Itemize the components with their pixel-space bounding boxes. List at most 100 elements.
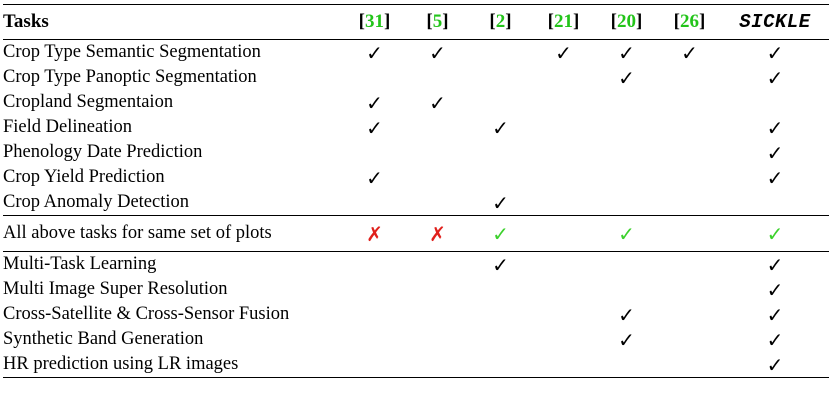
ref-5-cell (406, 115, 469, 140)
ref-20-cell (595, 252, 658, 278)
ref-5-cell (406, 190, 469, 216)
ref-20-cell (595, 190, 658, 216)
ref-20-cell (595, 277, 658, 302)
check-mark-icon: ✓ (618, 327, 635, 352)
sickle-cell: ✓ (721, 65, 829, 90)
task-label: Crop Yield Prediction (3, 167, 165, 187)
check-mark-icon: ✓ (766, 352, 784, 377)
task-label: Crop Type Panoptic Segmentation (3, 67, 257, 87)
cross-mark-icon: ✗ (366, 221, 383, 246)
sickle-cell: ✓ (721, 252, 829, 278)
task-label: HR prediction using LR images (3, 354, 239, 374)
check-mark-icon: ✓ (766, 40, 784, 65)
ref-26-cell (658, 140, 721, 165)
table-row: Cross-Satellite & Cross-Sensor Fusion✓✓ (3, 302, 829, 327)
sickle-cell (721, 190, 829, 216)
sickle-cell (721, 90, 829, 115)
ref-2-cell (469, 65, 532, 90)
sickle-cell: ✓ (721, 277, 829, 302)
check-mark-icon: ✓ (429, 40, 446, 65)
check-mark-icon: ✓ (492, 252, 509, 277)
ref-31-cell (343, 65, 406, 90)
ref-26-cell (658, 165, 721, 190)
cross-mark-icon: ✗ (429, 221, 446, 246)
check-mark-icon: ✓ (766, 327, 784, 352)
citation-link[interactable]: 5 (432, 11, 443, 32)
citation-link[interactable]: 20 (617, 11, 636, 32)
ref-20-cell (595, 165, 658, 190)
check-mark-icon: ✓ (366, 40, 383, 65)
ref-26-cell (658, 216, 721, 252)
ref-5-cell: ✓ (406, 90, 469, 115)
ref-5-cell (406, 65, 469, 90)
task-label: Crop Anomaly Detection (3, 192, 189, 212)
task-label: Field Delineation (3, 117, 132, 137)
check-mark-icon: ✓ (766, 115, 784, 140)
ref-5-header: [5] (426, 11, 449, 32)
check-mark-icon: ✓ (555, 40, 572, 65)
citation-link[interactable]: 21 (554, 11, 573, 32)
ref-2-cell (469, 327, 532, 352)
ref-21-cell (532, 252, 595, 278)
ref-31-cell: ✓ (343, 115, 406, 140)
sickle-cell: ✓ (721, 352, 829, 378)
table-row: Phenology Date Prediction✓ (3, 140, 829, 165)
sickle-header: SICKLE (739, 11, 811, 33)
ref-26-cell (658, 190, 721, 216)
ref-21-cell (532, 65, 595, 90)
ref-2-cell: ✓ (469, 216, 532, 252)
task-label: Multi Image Super Resolution (3, 279, 228, 299)
table-row: Multi-Task Learning✓✓ (3, 252, 829, 278)
comparison-table: Tasks [31] [5] [2] [21] [20] [26] SICKLE… (3, 4, 829, 378)
check-mark-icon: ✓ (618, 65, 635, 90)
green-check-mark-icon: ✓ (492, 221, 509, 246)
ref-26-header: [26] (673, 11, 706, 32)
task-label: Crop Type Semantic Segmentation (3, 42, 261, 62)
check-mark-icon: ✓ (618, 40, 635, 65)
table-row: Crop Type Panoptic Segmentation ✓ ✓ (3, 65, 829, 90)
ref-26-cell (658, 302, 721, 327)
ref-26-cell (658, 277, 721, 302)
ref-20-cell (595, 352, 658, 378)
table-body: Crop Type Semantic Segmentation✓✓✓✓✓✓Cro… (3, 40, 829, 378)
table-row: Field Delineation✓✓✓ (3, 115, 829, 140)
ref-20-cell (595, 90, 658, 115)
ref-5-cell (406, 165, 469, 190)
check-mark-icon: ✓ (429, 90, 446, 115)
ref-31-cell: ✓ (343, 165, 406, 190)
header-row: Tasks [31] [5] [2] [21] [20] [26] SICKLE (3, 4, 829, 40)
citation-link[interactable]: 2 (495, 11, 506, 32)
table-row: Crop Anomaly Detection✓ (3, 190, 829, 216)
ref-21-cell (532, 277, 595, 302)
check-mark-icon: ✓ (766, 302, 784, 327)
check-mark-icon: ✓ (366, 165, 383, 190)
citation-link[interactable]: 31 (365, 11, 384, 32)
sickle-cell: ✓ (721, 115, 829, 140)
ref-31-cell (343, 352, 406, 378)
ref-21-cell (532, 302, 595, 327)
ref-31-cell: ✗ (343, 216, 406, 252)
ref-20-cell: ✓ (595, 65, 658, 90)
ref-20-cell (595, 115, 658, 140)
ref-20-header: [20] (610, 11, 643, 32)
ref-5-cell (406, 302, 469, 327)
ref-31-cell (343, 252, 406, 278)
ref-21-cell (532, 327, 595, 352)
sickle-cell: ✓ (721, 302, 829, 327)
sickle-cell: ✓ (721, 216, 829, 252)
ref-2-cell (469, 90, 532, 115)
task-label: Cropland Segmentaion (3, 92, 174, 112)
ref-21-cell (532, 165, 595, 190)
ref-20-cell: ✓ (595, 302, 658, 327)
ref-2-cell (469, 165, 532, 190)
check-mark-icon: ✓ (681, 40, 698, 65)
ref-21-cell (532, 216, 595, 252)
ref-26-cell (658, 252, 721, 278)
ref-31-cell: ✓ (343, 40, 406, 66)
check-mark-icon: ✓ (366, 90, 383, 115)
ref-31-cell (343, 327, 406, 352)
ref-2-cell: ✓ (469, 252, 532, 278)
citation-link[interactable]: 26 (680, 11, 699, 32)
table-row: Crop Type Semantic Segmentation ✓ ✓ ✓ ✓ ✓ ✓ (3, 40, 829, 66)
ref-21-header: [21] (547, 11, 580, 32)
